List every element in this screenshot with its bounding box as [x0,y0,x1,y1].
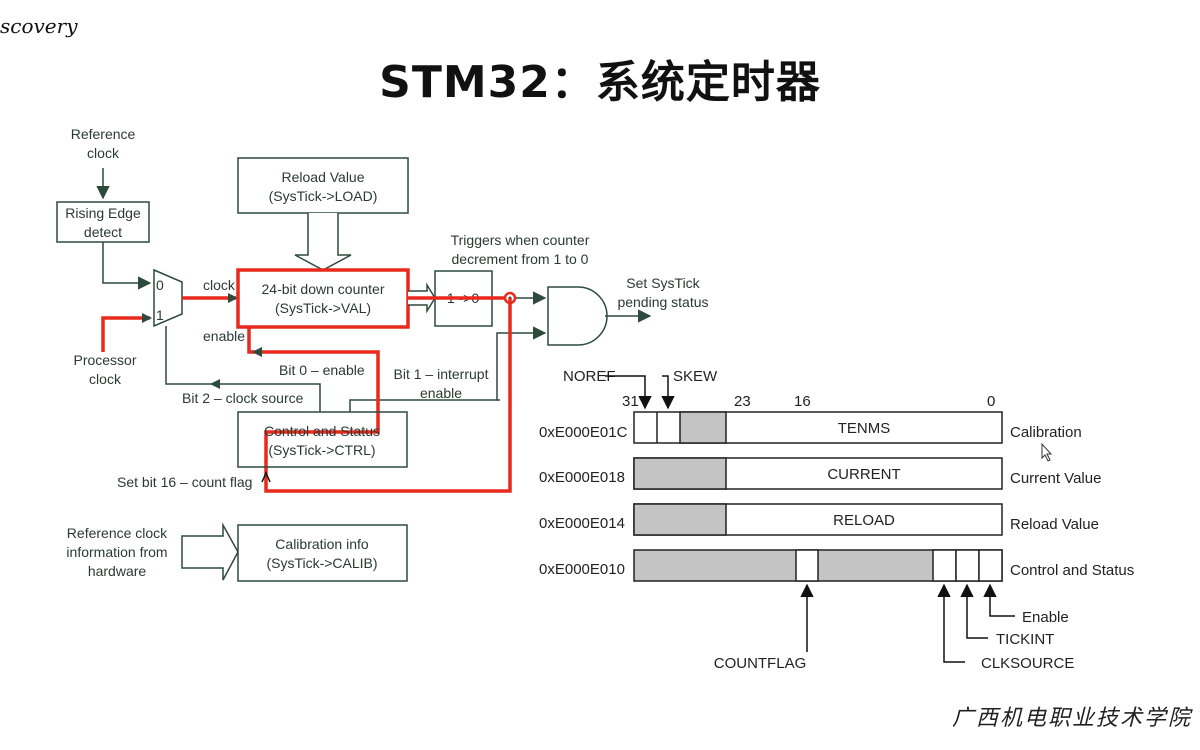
reference-clock-label: Reference clock [71,126,136,161]
svg-text:Control and Status: Control and Status [1010,562,1134,579]
clock-label: clock [203,277,236,293]
svg-text:Reference clock: Reference clock [67,525,168,541]
and-gate [547,286,608,346]
processor-clock-wire [101,316,150,352]
svg-text:clock: clock [87,145,120,161]
bit2-label: Bit 2 – clock source [182,390,304,406]
svg-text:Calibration: Calibration [1010,424,1082,441]
svg-text:clock: clock [89,371,122,387]
logo-text: scovery [0,14,78,38]
svg-text:CURRENT: CURRENT [827,466,900,483]
svg-text:Reload Value: Reload Value [1010,516,1099,533]
ref-info-arrow [181,522,239,581]
svg-text:TENMS: TENMS [838,420,891,437]
svg-text:(SysTick->CALIB): (SysTick->CALIB) [266,555,377,571]
svg-text:Processor: Processor [73,352,136,368]
svg-text:Bit 1 – interrupt: Bit 1 – interrupt [394,366,489,382]
register-row-reload: 0xE000E014 RELOAD Reload Value [539,503,1099,536]
svg-text:0xE000E018: 0xE000E018 [539,469,625,486]
processor-clock-label: Processor clock [73,352,136,387]
reload-value-block: Reload Value (SysTick->LOAD) [237,157,409,214]
svg-text:0xE000E01C: 0xE000E01C [539,424,628,441]
page-title: STM32：系统定时器 [379,57,821,108]
svg-text:RELOAD: RELOAD [833,512,895,529]
enable-label: enable [203,328,245,344]
svg-text:0: 0 [156,277,164,293]
enable-bit-arrow [983,583,1015,617]
svg-text:(SysTick->LOAD): (SysTick->LOAD) [269,188,378,204]
interrupt-enable-wire [496,326,547,401]
bit0-label: Bit 0 – enable [279,362,365,378]
highlight-loop-wire [247,298,512,493]
svg-text:Triggers when counter: Triggers when counter [451,232,590,248]
tickint-arrow [960,583,988,639]
register-row-ctrl: 0xE000E010 Control and Status [539,549,1134,582]
svg-text:information from: information from [66,544,167,560]
skew-arrow [661,375,675,410]
tickint-label: TICKINT [996,631,1054,648]
svg-text:decrement from 1 to 0: decrement from 1 to 0 [452,251,589,267]
calibration-block: Calibration info (SysTick->CALIB) [237,524,408,582]
clksource-label: CLKSOURCE [981,655,1074,672]
svg-text:SKEW: SKEW [673,368,718,385]
svg-text:0xE000E010: 0xE000E010 [539,561,625,578]
edge-to-mux-wire [102,242,152,290]
bit-label-31: 31 [622,393,639,410]
bit1-label: Bit 1 – interrupt enable [394,366,489,401]
clksource-arrow [937,583,965,663]
down-counter-block: 24-bit down counter (SysTick->VAL) [236,268,410,329]
svg-text:hardware: hardware [88,563,147,579]
bit-label-0: 0 [987,393,995,410]
register-row-calib: 0xE000E01C TENMS Calibration [539,411,1082,444]
svg-text:0xE000E014: 0xE000E014 [539,515,625,532]
svg-text:detect: detect [84,224,122,240]
trigger-note: Triggers when counter decrement from 1 t… [451,232,590,267]
clock-source-wire [165,326,321,412]
svg-text:Reload Value: Reload Value [281,169,364,185]
svg-text:(SysTick->CTRL): (SysTick->CTRL) [268,442,375,458]
mouse-cursor-icon [1041,442,1053,462]
clock-mux: 0 1 [153,268,183,328]
register-row-current: 0xE000E018 CURRENT Current Value [539,457,1101,490]
noref-arrow [605,375,652,410]
svg-text:NOREF: NOREF [563,368,616,385]
svg-text:1: 1 [156,307,164,323]
signature: 广西机电职业技术学院 [951,706,1192,731]
countflag-label: COUNTFLAG [714,655,807,672]
bit-label-23: 23 [734,393,751,410]
svg-text:pending status: pending status [617,294,708,310]
svg-text:Set SysTick: Set SysTick [626,275,700,291]
svg-text:Current Value: Current Value [1010,470,1101,487]
svg-text:Control and Status: Control and Status [264,423,380,439]
rising-edge-block: Rising Edge detect [56,201,150,243]
count-flag-label: Set bit 16 – count flag [117,474,252,490]
control-status-block: Control and Status (SysTick->CTRL) [237,411,408,468]
noref-label: NOREF [563,368,616,385]
svg-text:(SysTick->VAL): (SysTick->VAL) [275,300,371,316]
ref-info-label: Reference clock information from hardwar… [66,525,168,579]
reload-arrow [294,213,352,271]
svg-text:24-bit down counter: 24-bit down counter [262,281,385,297]
svg-text:Calibration info: Calibration info [275,536,369,552]
skew-label: SKEW [673,368,718,385]
svg-text:Reference: Reference [71,126,136,142]
enable-bit-label: Enable [1022,609,1069,626]
bit-label-16: 16 [794,393,811,410]
svg-text:Rising Edge: Rising Edge [65,205,141,221]
pending-status-label: Set SysTick pending status [617,275,708,310]
svg-text:enable: enable [420,385,462,401]
